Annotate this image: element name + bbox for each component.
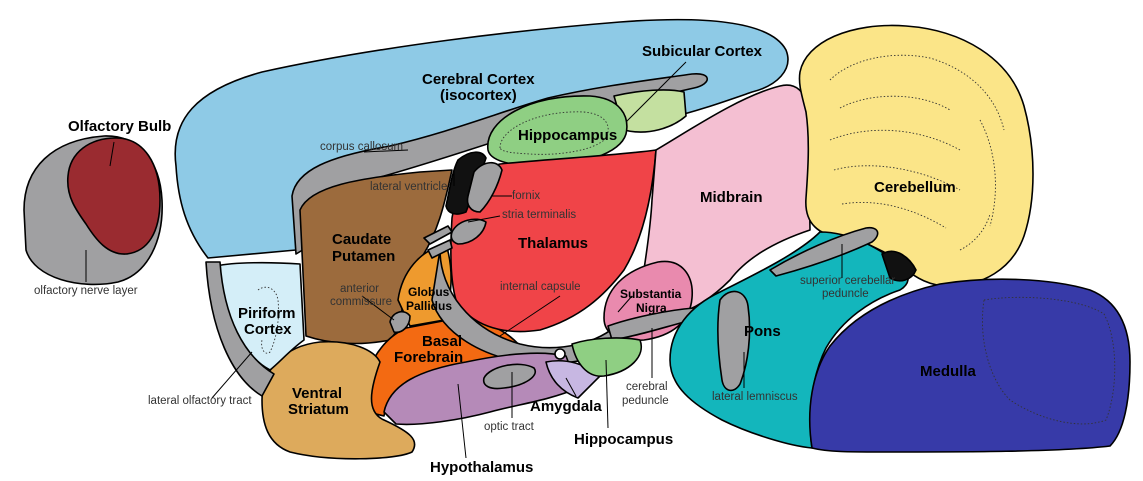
olfactory-bulb-region: [66, 137, 161, 255]
label-corpus-callosum: corpus callosum: [320, 141, 403, 153]
lateral-lemniscus-shape: [717, 290, 751, 392]
label-substantia: Substantia: [620, 287, 682, 301]
label-hippocampus-upper: Hippocampus: [518, 127, 617, 144]
label-hippocampus-lower: Hippocampus: [574, 431, 673, 448]
label-amygdala: Amygdala: [530, 398, 602, 415]
label-caudate: Caudate: [332, 231, 391, 248]
label-hypothalamus: Hypothalamus: [430, 459, 533, 476]
label-lateral-olfactory-tract: lateral olfactory tract: [148, 395, 252, 407]
stria-terminalis-shape: [450, 218, 487, 245]
label-cortex-word: Cortex: [244, 321, 292, 338]
label-nigra: Nigra: [636, 301, 667, 315]
label-peduncle-upper: peduncle: [822, 288, 869, 300]
label-cerebral: cerebral: [626, 381, 668, 393]
label-striatum: Striatum: [288, 401, 349, 418]
label-cerebellum: Cerebellum: [874, 179, 956, 196]
label-subicular-cortex: Subicular Cortex: [642, 43, 763, 60]
hippocampal-fingers: [423, 225, 453, 259]
lateral-ventricle-shape: [445, 151, 487, 215]
fourth-ventricle-shape: [881, 250, 917, 282]
label-piriform: Piriform: [238, 305, 296, 322]
hippocampus-lower-region: [571, 337, 643, 377]
anterior-commissure-shape: [389, 310, 411, 334]
label-cerebral-cortex: Cerebral Cortex: [422, 71, 535, 88]
superior-cerebellar-peduncle-shape: [769, 226, 879, 277]
ventral-striatum-region: [261, 340, 416, 460]
fornix-shape: [466, 161, 503, 213]
label-optic-tract: optic tract: [484, 421, 535, 433]
label-superior-cerebellar: superior cerebellar: [800, 275, 895, 287]
label-lateral-lemniscus: lateral lemniscus: [712, 391, 798, 403]
label-stria-terminalis: stria terminalis: [502, 209, 576, 221]
label-ventral: Ventral: [292, 385, 342, 402]
subicular-cortex-region: [613, 89, 687, 133]
leader-lines: [85, 61, 843, 459]
label-medulla: Medulla: [920, 363, 976, 380]
label-isocortex: (isocortex): [440, 87, 517, 104]
pons-region: [669, 231, 909, 449]
label-anterior: anterior: [340, 283, 379, 295]
label-lateral-ventricle: lateral ventricle: [370, 181, 447, 193]
label-thalamus: Thalamus: [518, 235, 588, 252]
lateral-olfactory-tract-strip: [205, 261, 275, 397]
small-ventricle-dot: [554, 348, 566, 360]
label-globus: Globus: [408, 285, 450, 299]
label-pons: Pons: [744, 323, 781, 340]
label-peduncle-lower: peduncle: [622, 395, 669, 407]
medulla-region: [808, 278, 1131, 453]
label-fornix: fornix: [512, 190, 540, 202]
label-putamen: Putamen: [332, 248, 395, 265]
label-basal: Basal: [422, 333, 462, 350]
label-olfactory-nerve-layer: olfactory nerve layer: [34, 285, 138, 297]
label-olfactory-bulb: Olfactory Bulb: [68, 118, 171, 135]
label-pallidus: Pallidus: [406, 299, 452, 313]
optic-tract-shape: [482, 363, 537, 390]
label-internal-capsule: internal capsule: [500, 281, 581, 293]
label-commissure: commissure: [330, 296, 392, 308]
label-midbrain: Midbrain: [700, 189, 763, 206]
label-forebrain: Forebrain: [394, 349, 463, 366]
